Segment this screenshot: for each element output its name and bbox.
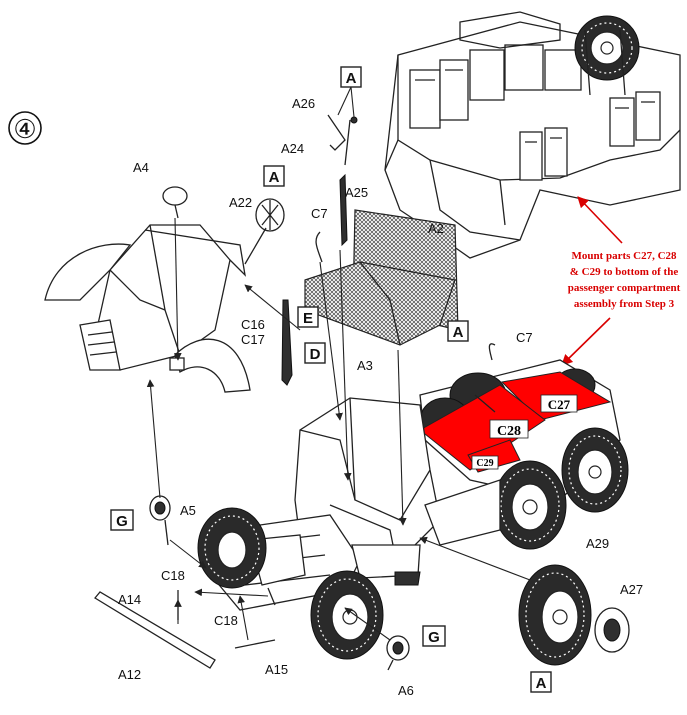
label-a6: A6 [398, 683, 414, 698]
label-a29: A29 [586, 536, 609, 551]
tag-a-seat: A [453, 324, 464, 341]
front-chassis [197, 507, 421, 660]
tag-g-left: G [116, 513, 128, 530]
label-c29: C29 [476, 458, 493, 469]
highlighted-parts: C27 C28 C29 [419, 371, 612, 473]
label-a27: A27 [620, 582, 643, 597]
part-c28-highlight [419, 384, 546, 471]
annotation-line-1: Mount parts C27, C28 [571, 250, 677, 262]
mount-annotation: Mount parts C27, C28 & C29 to bottom of … [561, 196, 681, 366]
label-a5: A5 [180, 503, 196, 518]
label-a2: A2 [428, 221, 444, 236]
label-a3: A3 [357, 358, 373, 373]
label-a4: A4 [133, 160, 149, 175]
sprue-tags: A A A A E D G G [110, 66, 552, 693]
annotation-line-4: assembly from Step 3 [574, 298, 675, 310]
annotation-line-3: passenger compartment [568, 282, 681, 294]
tag-a-bottom: A [536, 675, 547, 692]
label-a12: A12 [118, 667, 141, 682]
label-c7-top: C7 [311, 206, 328, 221]
passenger-compartment [384, 11, 681, 259]
small-parts [94, 114, 630, 671]
annotation-arrow-up [577, 196, 623, 244]
hood-assembly [44, 224, 251, 393]
assembly-arrows [146, 217, 531, 641]
label-a15: A15 [265, 662, 288, 677]
label-a25: A25 [345, 185, 368, 200]
label-a22: A22 [229, 195, 252, 210]
tag-a-top: A [346, 70, 357, 87]
step-number: ④ [8, 111, 42, 145]
label-a14: A14 [118, 592, 141, 607]
annotation-arrow-down [561, 317, 611, 366]
tag-e: E [303, 310, 313, 327]
tag-a-wheel: A [269, 169, 280, 186]
label-c18-bottom: C18 [214, 613, 238, 628]
part-labels: A26 A24 A25 A4 A22 C7 A2 C16 C17 A3 C7 A… [118, 96, 643, 698]
label-a26: A26 [292, 96, 315, 111]
label-a24: A24 [281, 141, 304, 156]
step-number-text: ④ [13, 114, 36, 144]
label-c17: C17 [241, 332, 265, 347]
label-c27: C27 [548, 397, 571, 412]
steering-wheel [244, 198, 285, 265]
label-c16: C16 [241, 317, 265, 332]
tag-d: D [310, 346, 321, 363]
label-c28: C28 [497, 424, 521, 439]
label-c7-right: C7 [516, 330, 533, 345]
label-c18-left: C18 [161, 568, 185, 583]
tag-g-right: G [428, 629, 440, 646]
seat-assembly [304, 209, 459, 346]
annotation-line-2: & C29 to bottom of the [570, 266, 679, 278]
